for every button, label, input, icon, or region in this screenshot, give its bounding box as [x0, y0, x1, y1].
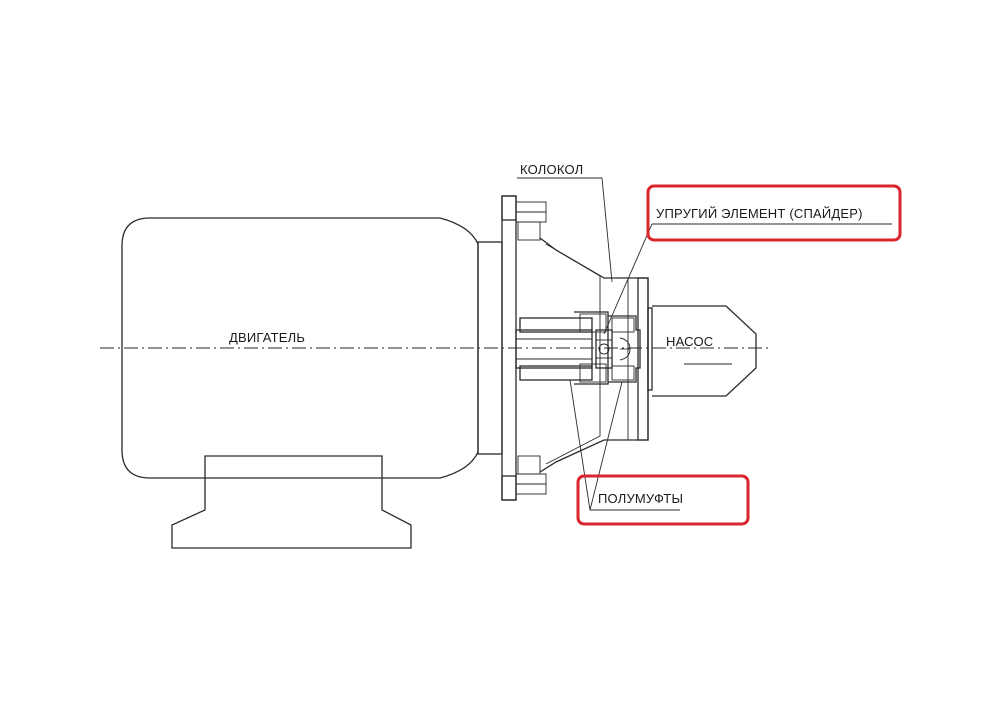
highlight-box-spider: [646, 184, 902, 242]
label-pump: НАСОС: [666, 334, 713, 349]
leader-lines: [517, 177, 892, 511]
label-spider: УПРУГИЙ ЭЛЕМЕНТ (СПАЙДЕР): [656, 206, 863, 221]
label-half-couplings: ПОЛУМУФТЫ: [598, 491, 683, 506]
spider-element: [595, 329, 613, 369]
label-motor: ДВИГАТЕЛЬ: [229, 330, 305, 345]
bell-housing: [539, 237, 649, 473]
motor-body: [121, 217, 503, 549]
half-coupling-motor: [519, 311, 609, 385]
label-bell: КОЛОКОЛ: [520, 162, 583, 177]
highlight-box-half-couplings: [576, 474, 750, 526]
motor-shaft: [515, 329, 593, 369]
pump-body: [647, 305, 757, 397]
half-coupling-pump: [608, 315, 641, 383]
